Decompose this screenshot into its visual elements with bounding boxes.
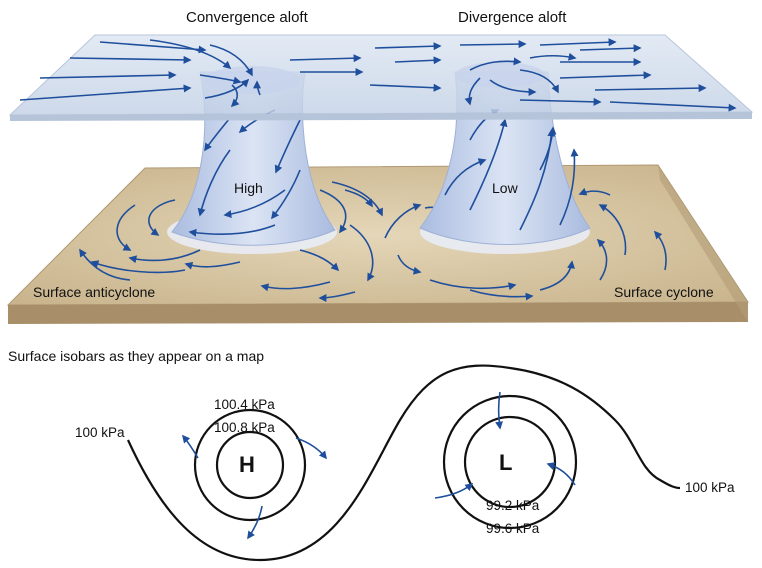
aloft-arrow	[99, 41, 207, 54]
surface-arrow	[397, 254, 422, 275]
isobar-wind-arrows	[181, 391, 576, 540]
low-symbol: L	[499, 450, 513, 475]
label-low: Low	[492, 180, 518, 196]
isobar-100-4kpa	[193, 408, 307, 522]
high-wind-arrow	[295, 437, 327, 460]
surface-arrow	[318, 291, 356, 302]
aloft-arrow	[609, 101, 737, 112]
aloft-arrow	[519, 97, 602, 106]
low-wind-arrow	[434, 483, 474, 499]
surface-arrow	[184, 261, 241, 270]
surface-arrow	[469, 289, 534, 301]
surface-arrow	[319, 189, 347, 234]
surface-arrow	[349, 224, 375, 282]
upper-air-plane	[8, 34, 754, 121]
aloft-arrow	[369, 83, 442, 92]
aloft-arrow	[199, 74, 242, 85]
ground-surface	[6, 164, 749, 324]
surface-arrow	[596, 238, 608, 281]
surface-arrow	[578, 187, 611, 196]
surface-arrow	[79, 248, 131, 281]
column-arrow	[444, 158, 487, 196]
aloft-arrow	[149, 39, 232, 70]
aloft-arrow	[579, 44, 642, 53]
ground-front-edge	[8, 302, 748, 324]
aloft-arrow	[230, 84, 240, 108]
column-arrow	[223, 189, 286, 219]
isobar-99-6kpa	[442, 394, 578, 530]
aloft-arrow	[289, 54, 362, 63]
column-arrow	[197, 149, 231, 217]
aloft-arrow	[539, 38, 617, 47]
aloft-arrow	[559, 71, 652, 80]
label-isobar-99-2: 99.2 kPa	[486, 498, 540, 513]
surface-arrow	[429, 279, 517, 291]
label-isobar-caption: Surface isobars as they appear on a map	[8, 348, 265, 364]
aloft-arrow	[19, 84, 192, 101]
surface-arrow	[128, 249, 201, 264]
low-wind-arrow	[546, 462, 576, 486]
column-arrow	[469, 118, 508, 211]
low-column-arrows	[444, 109, 579, 231]
isobar-99-2kpa	[463, 415, 557, 509]
isobar-map	[126, 364, 681, 562]
ground-side-edge	[658, 165, 748, 322]
surface-arrow	[539, 260, 575, 291]
aloft-arrow	[519, 69, 559, 94]
aloft-arrow	[39, 71, 177, 80]
surface-arrow	[331, 181, 383, 217]
label-isobar-100-left: 100 kPa	[75, 425, 125, 440]
aloft-arrow	[464, 77, 481, 106]
surface-arrow	[344, 189, 373, 208]
surface-arrow	[598, 204, 627, 256]
surface-arrow	[260, 281, 331, 292]
surface-arrow	[653, 230, 667, 271]
label-surface-cyclone: Surface cyclone	[614, 284, 714, 300]
surface-arrow	[299, 249, 340, 272]
divergence-aloft-arrows	[289, 38, 737, 112]
aloft-arrow	[489, 79, 537, 96]
label-convergence-aloft: Convergence aloft	[186, 9, 308, 26]
label-isobar-100-4: 100.4 kPa	[214, 397, 275, 412]
aloft-arrow	[204, 78, 250, 99]
isobar-100kpa	[126, 364, 681, 562]
aloft-arrow	[69, 55, 192, 64]
label-isobar-100-right: 100 kPa	[685, 480, 735, 495]
label-isobar-100-8: 100.8 kPa	[214, 420, 275, 435]
high-column-arrows	[188, 109, 301, 237]
column-arrow	[188, 224, 276, 237]
aloft-arrow	[253, 80, 262, 96]
aloft-arrow	[459, 40, 527, 49]
surface-arrow	[384, 203, 422, 239]
high-symbol: H	[239, 452, 255, 477]
isobar-100-8kpa	[215, 430, 285, 500]
surface-arrow	[148, 199, 176, 236]
column-arrow	[274, 119, 301, 174]
aloft-arrow	[594, 84, 707, 93]
aloft-arrow	[209, 44, 253, 77]
low-column-neck	[455, 62, 545, 88]
low-wind-arrow	[495, 391, 503, 430]
column-arrow	[559, 148, 579, 226]
aloft-arrow	[529, 52, 577, 61]
label-surface-anticyclone: Surface anticyclone	[33, 284, 156, 300]
column-arrow	[204, 117, 231, 152]
surface-anticyclone-arrows	[79, 181, 383, 302]
label-divergence-aloft: Divergence aloft	[458, 9, 567, 26]
high-column-neck	[204, 66, 300, 94]
upper-plane-edge	[10, 112, 752, 121]
surface-arrow	[116, 204, 136, 251]
convergence-aloft-arrows	[19, 39, 262, 108]
label-isobar-99-6: 99.6 kPa	[486, 521, 540, 536]
label-high: High	[234, 180, 263, 196]
aloft-arrow	[469, 57, 522, 71]
high-wind-arrow	[181, 434, 199, 459]
column-arrow	[271, 169, 301, 220]
column-arrow	[539, 126, 557, 171]
aloft-arrow	[394, 56, 442, 65]
surface-arrow	[90, 260, 186, 274]
aloft-arrow	[374, 42, 442, 51]
high-wind-arrow	[247, 505, 263, 540]
